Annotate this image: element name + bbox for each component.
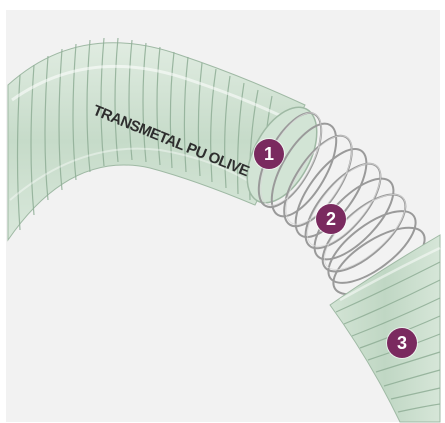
callout-marker-1: 1 xyxy=(254,139,284,169)
callout-marker-2: 2 xyxy=(316,204,346,234)
callout-marker-3: 3 xyxy=(387,328,417,358)
